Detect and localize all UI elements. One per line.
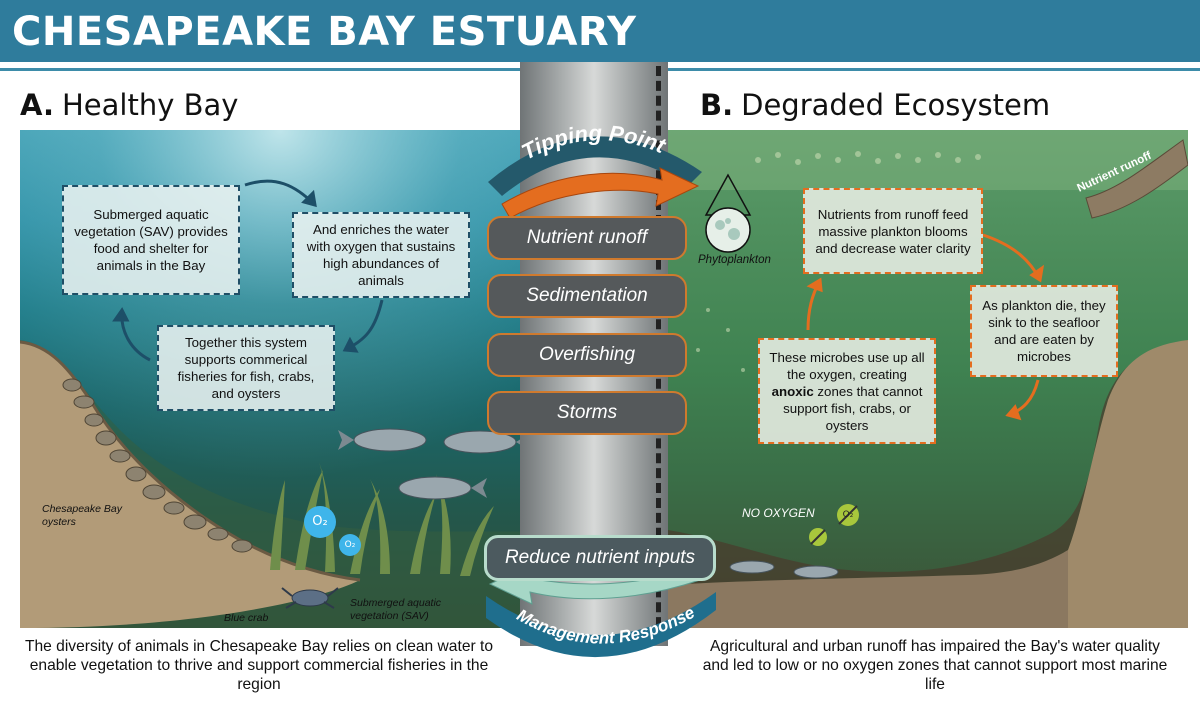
note-microbes-prefix: These microbes use up all the oxygen, cr… [769,349,925,382]
cycle-arrow-head [112,307,130,322]
header-banner: CHESAPEAKE BAY ESTUARY [0,0,1200,68]
note-microbes-suffix: zones that cannot support fish, crabs, o… [783,383,923,433]
note-microbes-bold: anoxic [771,383,814,399]
sav-blade [370,479,390,574]
degraded-cycle-arrows [806,233,1045,421]
no-o2-icon [837,504,859,526]
label-no-oxygen: NO OXYGEN [742,506,815,520]
healthy-bay-panel: Submerged aquatic vegetation (SAV) provi… [20,130,540,628]
cycle-arrow-icon [982,233,1042,281]
oyster-reef [62,378,253,553]
oyster-icon [95,430,117,446]
shore-slope [1048,340,1188,628]
oyster-icon [73,395,95,409]
note-fisheries: Together this system supports commerical… [157,325,335,411]
plankton-particles [696,151,981,372]
note-oxygen: And enriches the water with oxygen that … [292,212,470,298]
note-runoff: Nutrients from runoff feed massive plank… [803,188,983,274]
oyster-icon [231,539,253,553]
stressor-storms: Storms [487,391,687,435]
label-sav: Submerged aquatic vegetation (SAV) [350,597,442,622]
caption-healthy: The diversity of animals in Chesapeake B… [24,638,494,693]
cycle-arrow-head [806,277,823,293]
cycle-arrow-head [1005,404,1022,421]
o2-bubble-icon: O₂ [339,534,361,556]
seafloor-sand [668,550,1068,628]
section-title-degraded: B.Degraded Ecosystem [700,88,1050,122]
note-microbes: These microbes use up all the oxygen, cr… [758,338,936,444]
section-letter-a: A. [20,88,54,122]
stressor-sedimentation: Sedimentation [487,274,687,318]
phytoplankton-icon [704,173,752,253]
sandy-shore [20,342,360,628]
oyster-icon [84,413,104,427]
fish-icon [398,476,487,500]
oyster-icon [125,466,147,482]
dead-fish [729,560,839,579]
stressor-overfishing: Overfishing [487,333,687,377]
no-oxygen-symbols [809,504,859,546]
label-blue-crab: Blue crab [224,612,269,624]
fish-school [338,428,532,500]
fish-icon [729,560,775,574]
healthy-cycle-arrows [112,179,384,362]
nutrient-runoff-band [1085,139,1188,219]
oyster-icon [109,449,131,463]
o2-bubble-icon: O₂ [304,506,336,538]
label-no-o2: O₂ [842,510,854,520]
plankton-bloom [668,130,1188,190]
degraded-panel: Nutrients from runoff feed massive plank… [668,130,1188,628]
fish-icon [793,565,839,579]
sav-blade [270,480,285,570]
cycle-arrow-head [1029,264,1045,283]
blue-crab-icon [281,587,339,609]
sav-blade [436,474,451,574]
no-o2-icon [809,528,827,546]
action-reduce-nutrients: Reduce nutrient inputs [484,535,716,581]
stressor-nutrient-runoff: Nutrient runoff [487,216,687,260]
oyster-icon [207,527,229,541]
section-letter-b: B. [700,88,734,122]
label-phytoplankton: Phytoplankton [698,254,771,266]
oyster-icon [183,514,207,530]
sav-blade [460,506,494,576]
oyster-icon [142,484,166,500]
degraded-scene [668,130,1188,628]
oyster-icon [163,501,185,515]
page-title: CHESAPEAKE BAY ESTUARY [12,9,637,55]
cycle-arrow-head [301,189,317,208]
fish-icon [338,428,427,452]
caption-degraded: Agricultural and urban runoff has impair… [702,638,1168,693]
section-title-healthy: A.Healthy Bay [20,88,238,122]
oyster-icon [62,378,82,392]
label-oysters: Chesapeake Bay oysters [42,503,122,528]
note-sink: As plankton die, they sink to the seaflo… [970,285,1118,377]
sav-blade [410,494,436,574]
cycle-arrow-head [342,336,359,353]
note-sav: Submerged aquatic vegetation (SAV) provi… [62,185,240,295]
section-name-healthy: Healthy Bay [62,88,239,122]
section-name-degraded: Degraded Ecosystem [741,88,1051,122]
